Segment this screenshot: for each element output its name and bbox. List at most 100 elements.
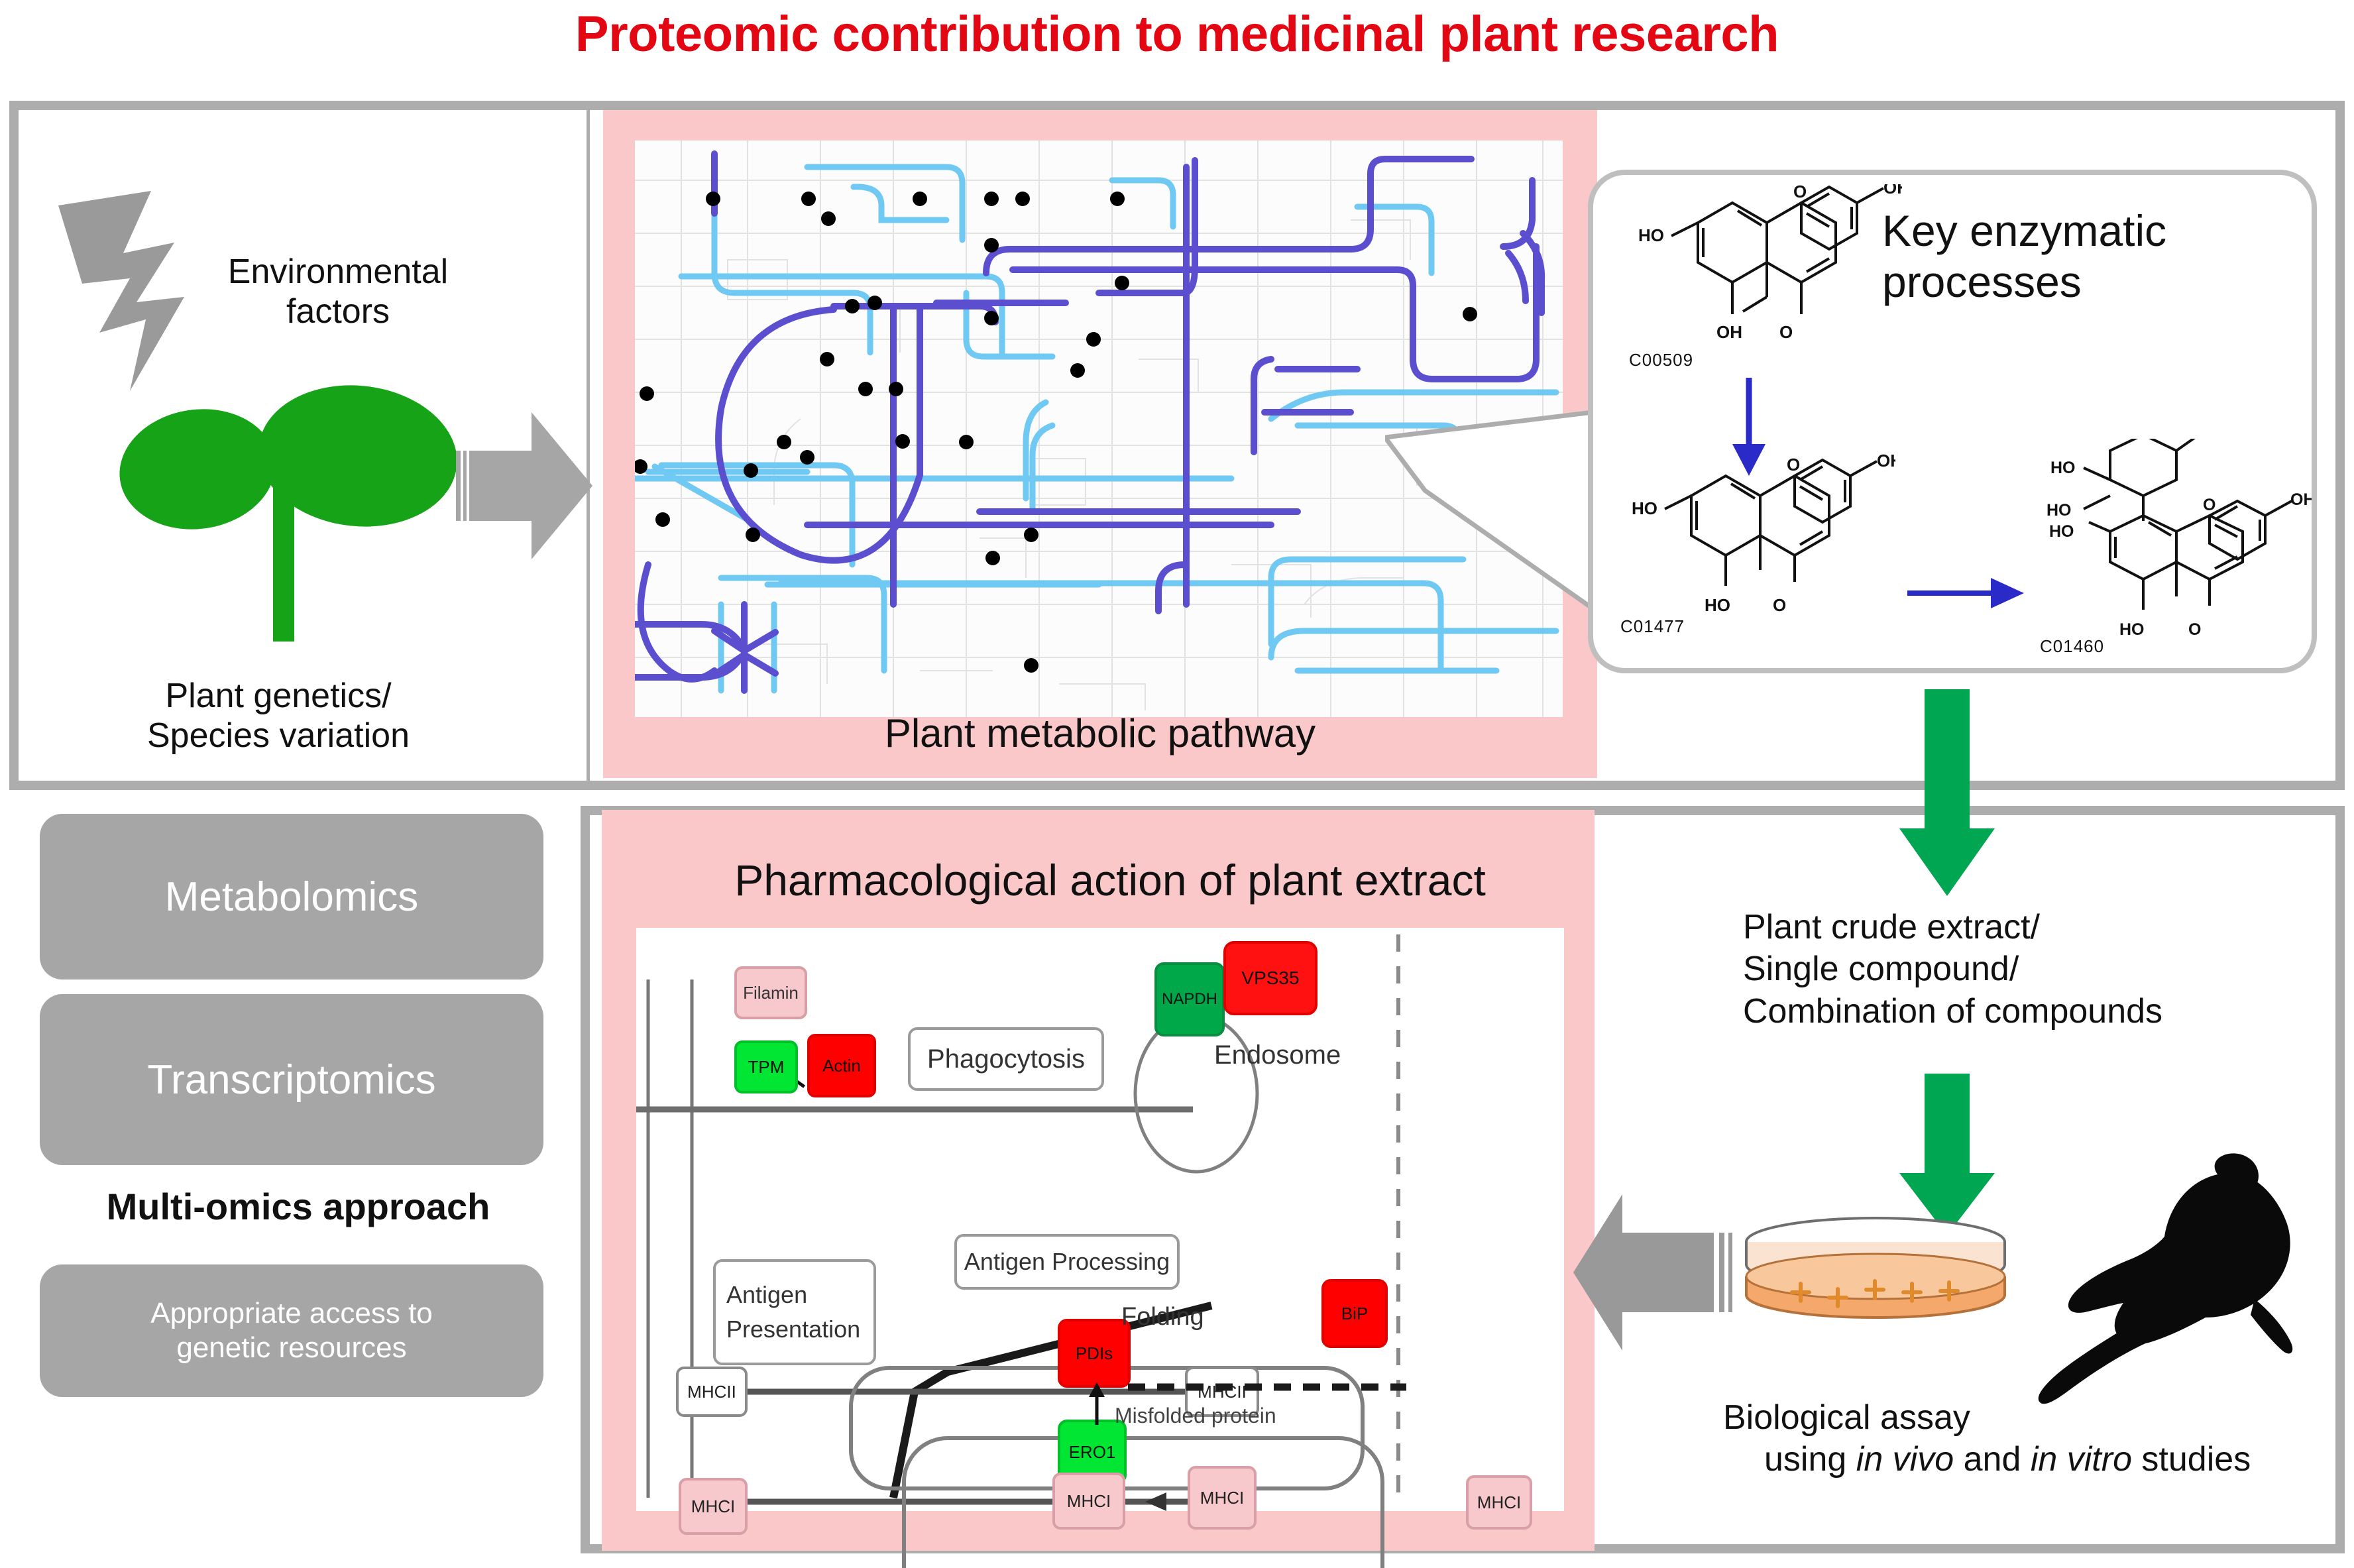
node-mhci-mid[interactable]: MHCI (1052, 1473, 1125, 1530)
node-mhcii-right[interactable]: MHCII (1185, 1367, 1259, 1417)
process-label-antigen-processing: Antigen Processing (964, 1248, 1170, 1275)
process-label-misfolded-protein: Misfolded protein (1115, 1404, 1276, 1428)
node-mhcii-left[interactable]: MHCII (676, 1367, 748, 1417)
assay-using-text: using (1764, 1440, 1856, 1479)
compound-label-c01477: C01477 (1620, 616, 1685, 636)
svg-text:HO: HO (2049, 522, 2074, 541)
node-label-bip: BiP (1341, 1303, 1369, 1323)
pharmacology-title: Pharmacological action of plant extract (734, 856, 1486, 905)
crude-line-1: Plant crude extract/ (1743, 908, 2040, 946)
omics-item-metabolomics[interactable]: Metabolomics (40, 814, 543, 980)
process-label-antigen-presentation-1: Antigen (726, 1280, 808, 1308)
genetics-line-1: Plant genetics/ (165, 677, 392, 715)
node-mhci-far[interactable]: MHCI (1466, 1475, 1532, 1530)
node-actin[interactable]: Actin (807, 1034, 876, 1097)
page-title: Proteomic contribution to medicinal plan… (575, 6, 1779, 62)
enzyme-title-line-1: Key enzymatic (1882, 206, 2167, 255)
node-label-napdh: NAPDH (1161, 990, 1217, 1008)
pathway-caption: Plant metabolic pathway (884, 711, 1316, 756)
enzyme-title-line-2: processes (1882, 256, 2082, 306)
node-filamin[interactable]: Filamin (734, 966, 807, 1019)
svg-text:OH: OH (1877, 451, 1895, 471)
environmental-factors-label: Environmental factors (199, 252, 477, 332)
assay-and-text: and (1954, 1440, 2031, 1479)
node-mhci-right[interactable]: MHCI (1188, 1466, 1257, 1530)
crude-line-3: Combination of compounds (1743, 991, 2163, 1031)
node-mhci-left[interactable]: MHCI (679, 1478, 748, 1535)
svg-text:OH: OH (1883, 184, 1902, 197)
assay-in-vivo: in vivo (1856, 1440, 1954, 1479)
node-vps35[interactable]: VPS35 (1223, 941, 1317, 1015)
compound-label-c00509: C00509 (1629, 350, 1694, 370)
omics-item-genetic-resources[interactable]: Appropriate access to genetic resources (40, 1264, 543, 1397)
omics-item-transcriptomics[interactable]: Transcriptomics (40, 994, 543, 1165)
svg-text:O: O (1793, 184, 1807, 201)
node-label-actin: Actin (822, 1055, 861, 1076)
biological-assay-label: Biological assay using in vivo and in vi… (1723, 1397, 2346, 1481)
crude-line-2: Single compound/ (1743, 950, 2019, 989)
svg-text:HO: HO (1638, 225, 1664, 245)
node-napdh[interactable]: NAPDH (1154, 962, 1225, 1036)
node-label-filamin: Filamin (743, 982, 799, 1003)
node-label-tpm: TPM (748, 1056, 785, 1077)
svg-text:HO: HO (2046, 501, 2072, 520)
assay-in-vitro: in vitro (2030, 1440, 2132, 1479)
svg-text:HO: HO (2119, 620, 2145, 639)
seedling-icon (119, 385, 457, 642)
misfolded-protein-dashed-line (1128, 1383, 1406, 1391)
svg-text:OH: OH (1716, 322, 1742, 342)
plant-genetics-label: Plant genetics/ Species variation (93, 676, 464, 756)
process-antigen-processing: Antigen Processing (954, 1234, 1180, 1290)
down-arrow-green-icon-1 (1899, 689, 1995, 896)
node-label-mhci-right: MHCI (1200, 1487, 1245, 1508)
access-line-2: genetic resources (176, 1331, 407, 1364)
er-compartment-outline (902, 1436, 1384, 1568)
svg-text:HO: HO (1705, 595, 1730, 615)
process-phagocytosis: Phagocytosis (908, 1027, 1104, 1091)
structure-c01460: HO HO HO HO HO HO O O OH (2046, 439, 2312, 639)
process-label-phagocytosis: Phagocytosis (927, 1044, 1085, 1074)
process-antigen-presentation: Antigen Presentation (713, 1259, 876, 1365)
omics-label-transcriptomics: Transcriptomics (147, 1056, 436, 1103)
env-line-2: factors (286, 292, 390, 331)
omics-label-metabolomics: Metabolomics (164, 873, 419, 920)
multi-omics-label: Multi-omics approach (106, 1186, 490, 1227)
ero1-to-pdis-arrow-icon (1089, 1382, 1105, 1425)
svg-text:O: O (1787, 455, 1800, 475)
block-arrow-right-icon (456, 412, 592, 559)
node-label-mhcii-left: MHCII (687, 1381, 736, 1402)
petri-dish-icon (1745, 1217, 2006, 1319)
process-folding: Folding (1121, 1303, 1204, 1331)
access-line-1: Appropriate access to (150, 1297, 433, 1330)
process-label-endosome: Endosome (1214, 1040, 1341, 1070)
assay-line-1: Biological assay (1723, 1398, 1970, 1437)
node-label-mhci-far: MHCI (1477, 1492, 1522, 1512)
svg-text:O: O (2188, 620, 2201, 639)
process-endosome: Endosome (1214, 1040, 1341, 1070)
plant-crude-extract-label: Plant crude extract/ Single compound/ Co… (1743, 907, 2326, 1033)
node-label-mhci-left: MHCI (691, 1496, 736, 1516)
svg-text:HO: HO (2050, 459, 2076, 477)
assay-studies-text: studies (2131, 1440, 2251, 1479)
structure-c00509: HO OH O O OH (1638, 184, 1902, 342)
svg-text:O: O (2203, 496, 2215, 514)
svg-text:O: O (1779, 322, 1793, 342)
down-arrow-blue-icon (1732, 378, 1766, 476)
svg-text:HO: HO (1632, 498, 1657, 518)
block-arrow-left-icon (1573, 1194, 1732, 1351)
compound-label-c01460: C01460 (2040, 636, 2105, 656)
node-label-mhci-mid: MHCI (1066, 1490, 1111, 1511)
plant-metabolic-pathway-map (635, 140, 1563, 717)
svg-text:O: O (1773, 595, 1786, 615)
process-label-folding: Folding (1121, 1303, 1204, 1331)
node-bip[interactable]: BiP (1321, 1279, 1388, 1348)
down-arrow-green-icon-2 (1899, 1074, 1995, 1235)
node-tpm[interactable]: TPM (734, 1040, 798, 1093)
key-enzymatic-processes-title: Key enzymatic processes (1882, 205, 2253, 307)
lightning-bolt-icon (58, 191, 184, 391)
right-arrow-blue-icon (1907, 578, 2024, 608)
genetics-line-2: Species variation (147, 716, 410, 756)
cell-pathway-canvas (636, 928, 1564, 1511)
key-enzymatic-processes-card (1588, 170, 2317, 673)
node-pdis[interactable]: PDIs (1058, 1319, 1131, 1388)
